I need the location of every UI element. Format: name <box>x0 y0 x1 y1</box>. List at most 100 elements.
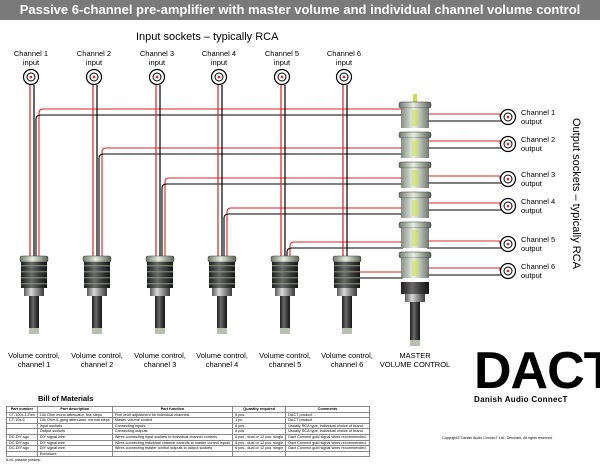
pot-ring <box>272 277 298 279</box>
rca-socket-pin <box>155 75 159 79</box>
pot-bushing <box>275 288 295 296</box>
bom-cell-quantity: 1 pc. <box>232 417 287 424</box>
master-deck <box>398 161 432 169</box>
master-deck <box>398 191 432 199</box>
control-label-line1: Volume control, <box>71 351 123 360</box>
input-label-line2: input <box>274 58 291 67</box>
control-label-line1: Volume control, <box>321 351 373 360</box>
input-label-line2: input <box>211 58 228 67</box>
master-deck <box>398 131 432 139</box>
bom-cell-comments: DACT product <box>285 411 370 419</box>
master-rotor <box>412 260 418 276</box>
control-label-line1: Volume control, <box>8 351 60 360</box>
control-label-line2: channel 5 <box>269 360 302 369</box>
pot-ring <box>84 283 110 285</box>
master-deck <box>398 251 432 259</box>
master-rotor <box>412 200 418 216</box>
master-label-line1: MASTER <box>399 351 431 360</box>
pot-ring <box>272 283 298 285</box>
output-label-line1: Channel 6 <box>521 262 555 271</box>
hot-wire-to-master <box>226 207 403 262</box>
copyright-notice: Copyright© Danish Audio ConnecT Ltd., De… <box>442 436 553 440</box>
master-bushing <box>405 294 425 302</box>
bom-cell-comments: Dact Connect gold signal wires recommend… <box>285 439 370 447</box>
bom-cell-quantity: 6 pcs., dual or 12 pcs. single <box>232 434 287 441</box>
bom-cell-description: Enclosure <box>36 450 113 458</box>
pot-ring <box>21 265 47 267</box>
output-label-line1: Channel 2 <box>521 135 555 144</box>
pot-ring <box>334 271 360 273</box>
bom-row: Enclosure <box>6 450 370 458</box>
rca-socket-pin <box>506 115 510 119</box>
pot-shaft <box>155 296 165 330</box>
master-label-line2: VOLUME CONTROL <box>380 360 450 369</box>
control-label-line2: channel 6 <box>331 360 364 369</box>
output-label-line1: Channel 3 <box>521 170 555 179</box>
bom-cell-comments <box>285 450 370 458</box>
rca-socket-pin <box>29 75 33 79</box>
pot-deck <box>145 255 175 263</box>
output-label-line2: output <box>521 117 543 126</box>
bom-header-comments: Comments <box>285 406 370 413</box>
output-label-line2: output <box>521 144 543 153</box>
bom-cell-quantity: 6 pcs., dual or 12 pcs. single <box>232 439 287 447</box>
hot-wire-output <box>427 240 501 244</box>
input-group-label: Input sockets – typically RCA <box>136 31 279 43</box>
pot-ring <box>21 283 47 285</box>
rca-socket-pin <box>506 142 510 146</box>
pot-shaft <box>280 296 290 330</box>
pot-ring <box>147 277 173 279</box>
rca-socket-pin <box>217 75 221 79</box>
master-shaft-tip <box>410 340 420 346</box>
pot-ring <box>21 271 47 273</box>
pot-ring <box>209 265 235 267</box>
pot-shaft-tip <box>342 328 352 334</box>
input-label-line1: Channel 3 <box>140 49 174 58</box>
input-label-line1: Channel 1 <box>14 49 48 58</box>
bom-table: Part number Part description Part functi… <box>6 406 370 458</box>
bom-cell-function: Wires connecting individual channel cont… <box>111 439 234 447</box>
bom-cell-comments: Dact Connect gold signal wires recommend… <box>285 445 370 452</box>
hot-wire-to-master <box>38 108 403 262</box>
rca-socket-pin <box>506 177 510 181</box>
hot-wire-output <box>427 113 501 117</box>
rca-socket-pin <box>506 269 510 273</box>
output-label-line2: output <box>521 179 543 188</box>
bom-cell-quantity: 6 pcs. <box>232 428 287 435</box>
pot-ring <box>147 271 173 273</box>
input-label-line1: Channel 5 <box>265 49 299 58</box>
master-indicator <box>413 94 417 102</box>
ground-wire-to-master <box>161 183 403 262</box>
output-label-line1: Channel 1 <box>521 108 555 117</box>
control-label-line1: Volume control, <box>259 351 311 360</box>
hot-wire-to-master <box>101 147 403 262</box>
pot-ring <box>84 265 110 267</box>
input-label-line2: input <box>149 58 166 67</box>
rca-socket-pin <box>342 75 346 79</box>
master-deck <box>398 221 432 229</box>
hot-wire-to-master <box>164 177 403 262</box>
bom-cell-quantity: 6 pcs. <box>232 422 287 430</box>
pot-ring <box>209 283 235 285</box>
bom-cell-quantity: 6 pcs., dual or 12 pcs. single <box>232 445 287 452</box>
channel-volume-control-1: Volume control,channel 1 <box>8 255 60 369</box>
bom-header-quantity: Quantity required <box>232 406 287 413</box>
control-label-line2: channel 2 <box>81 360 114 369</box>
pot-bushing <box>150 288 170 296</box>
bom-cell-comments: Usually RCA type, individual choice of b… <box>285 428 370 435</box>
input-label-line2: input <box>23 58 40 67</box>
page-title: Passive 6-channel pre-amplifier with mas… <box>0 0 600 20</box>
pot-shaft-tip <box>155 328 165 334</box>
hot-wire-output <box>427 267 501 271</box>
control-label-line1: Volume control, <box>134 351 186 360</box>
